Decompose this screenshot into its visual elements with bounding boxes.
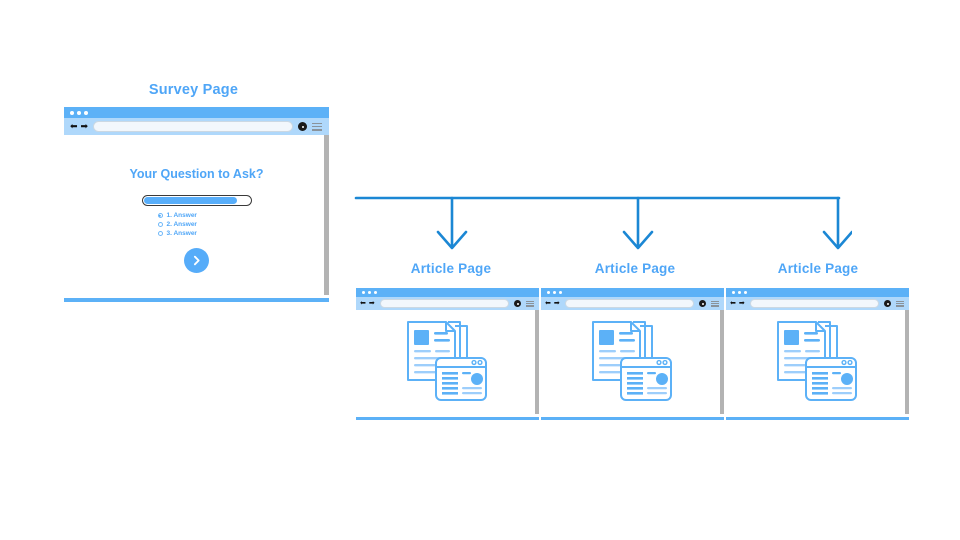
article-window-footer-2: [541, 417, 724, 420]
record-icon[interactable]: [699, 300, 706, 307]
survey-url-input[interactable]: [93, 121, 293, 132]
article-window-content-2: [541, 310, 724, 414]
hamburger-menu-icon[interactable]: [526, 300, 534, 307]
nav-arrows[interactable]: ⬅ ➡: [545, 300, 560, 307]
article-card: [434, 357, 487, 401]
back-arrow-icon[interactable]: ⬅: [545, 300, 551, 307]
article-scrollbar-2[interactable]: [720, 310, 724, 414]
survey-options-list: 1. Answer 2. Answer 3. Answer: [157, 212, 236, 237]
article-scrollbar-1[interactable]: [535, 310, 539, 414]
arrow-head-1: [436, 230, 468, 250]
hamburger-menu-icon[interactable]: [896, 300, 904, 307]
article-browser-window-2: ⬅ ➡: [541, 288, 724, 420]
flow-connector: [354, 196, 852, 250]
article-page-title-1: Article Page: [410, 261, 492, 276]
article-card: [619, 357, 672, 401]
article-window-toolbar: ⬅ ➡: [541, 297, 724, 310]
article-window-content-3: [726, 310, 909, 414]
record-icon[interactable]: [884, 300, 891, 307]
article-window-toolbar: ⬅ ➡: [726, 297, 909, 310]
nav-arrows[interactable]: ⬅ ➡: [360, 300, 375, 307]
option-label-2: 2. Answer: [166, 221, 197, 228]
hamburger-menu-icon[interactable]: [312, 122, 322, 131]
window-dot: [362, 291, 365, 294]
arrow-head-2: [622, 230, 654, 250]
survey-browser-window: ⬅ ➡ Your Question to Ask? 1. Answer: [64, 107, 329, 302]
article-page-title-2: Article Page: [594, 261, 676, 276]
article-browser-window-1: ⬅ ➡: [356, 288, 539, 420]
option-row-1[interactable]: 1. Answer: [157, 212, 236, 219]
article-url-input-2[interactable]: [564, 299, 694, 308]
option-row-2[interactable]: 2. Answer: [157, 221, 236, 228]
option-row-3[interactable]: 3. Answer: [157, 230, 236, 237]
article-page-title-3: Article Page: [777, 261, 859, 276]
window-dot: [70, 110, 74, 115]
back-arrow-icon[interactable]: ⬅: [360, 300, 366, 307]
window-dot: [374, 291, 377, 294]
nav-arrows[interactable]: ⬅ ➡: [70, 122, 88, 131]
article-window-titlebar: [726, 288, 909, 297]
hamburger-menu-icon[interactable]: [711, 300, 719, 307]
article-documents-icon: [591, 321, 672, 401]
article-window-content-1: [356, 310, 539, 414]
window-dots: [64, 110, 88, 115]
article-window-footer-1: [356, 417, 539, 420]
article-url-input-1[interactable]: [379, 299, 509, 308]
survey-answer-input[interactable]: [141, 195, 252, 206]
article-window-footer-3: [726, 417, 909, 420]
option-label-3: 3. Answer: [166, 230, 197, 237]
window-dot: [84, 110, 88, 115]
article-browser-window-3: ⬅ ➡: [726, 288, 909, 420]
forward-arrow-icon[interactable]: ➡: [553, 300, 560, 307]
back-arrow-icon[interactable]: ⬅: [70, 121, 78, 131]
survey-scrollbar[interactable]: [324, 135, 329, 295]
arrow-head-3: [822, 230, 852, 250]
survey-submit-button[interactable]: [184, 248, 209, 273]
answer-input-fill: [143, 197, 237, 204]
survey-page-title: Survey Page: [148, 82, 239, 98]
article-card: [804, 357, 857, 401]
back-arrow-icon[interactable]: ⬅: [730, 300, 736, 307]
forward-arrow-icon[interactable]: ➡: [80, 121, 89, 131]
record-icon[interactable]: [514, 300, 521, 307]
window-dot: [547, 291, 550, 294]
survey-window-content: Your Question to Ask? 1. Answer 2. Answe…: [64, 135, 329, 295]
window-dot: [553, 291, 556, 294]
window-dot: [559, 291, 562, 294]
article-documents-icon: [776, 321, 857, 401]
chevron-right-icon: [193, 255, 200, 266]
article-url-input-3[interactable]: [749, 299, 879, 308]
survey-question-title: Your Question to Ask?: [129, 167, 264, 181]
survey-window-footer: [64, 298, 329, 302]
window-dot: [744, 291, 747, 294]
forward-arrow-icon[interactable]: ➡: [368, 300, 375, 307]
window-dot: [732, 291, 735, 294]
window-dot: [738, 291, 741, 294]
window-dots: [726, 291, 747, 294]
radio-button-1[interactable]: [157, 213, 163, 218]
nav-arrows[interactable]: ⬅ ➡: [730, 300, 745, 307]
option-label-1: 1. Answer: [166, 212, 197, 219]
article-window-titlebar: [356, 288, 539, 297]
window-dots: [356, 291, 377, 294]
article-scrollbar-3[interactable]: [905, 310, 909, 414]
window-dots: [541, 291, 562, 294]
article-window-toolbar: ⬅ ➡: [356, 297, 539, 310]
article-documents-icon: [406, 321, 487, 401]
window-dot: [77, 110, 81, 115]
article-window-titlebar: [541, 288, 724, 297]
survey-window-toolbar: ⬅ ➡: [64, 118, 329, 135]
window-dot: [368, 291, 371, 294]
survey-window-titlebar: [64, 107, 329, 118]
record-icon[interactable]: [298, 122, 307, 131]
radio-button-2[interactable]: [157, 222, 163, 227]
radio-button-3[interactable]: [157, 231, 163, 236]
forward-arrow-icon[interactable]: ➡: [738, 300, 745, 307]
